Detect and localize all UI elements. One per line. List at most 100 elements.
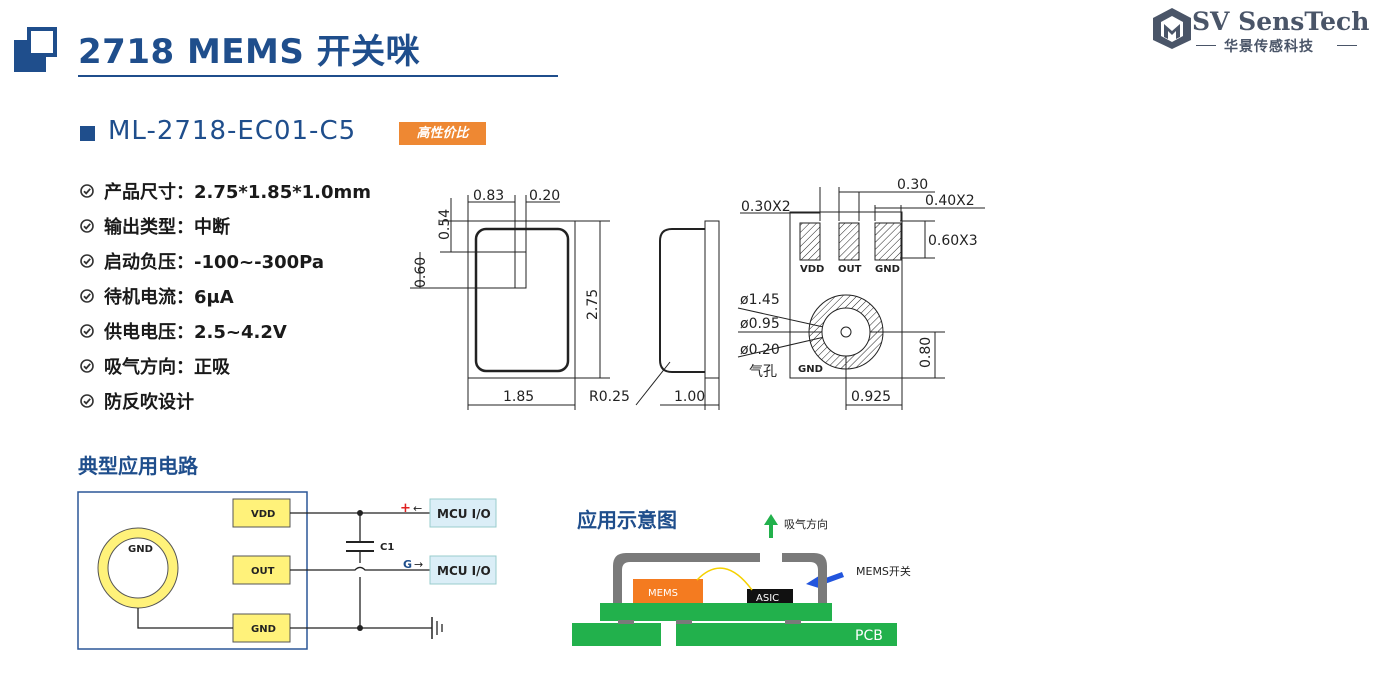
- check-icon: [80, 359, 94, 373]
- application-diagram: 吸气方向 MEMS开关 MEMS ASIC PCB: [572, 514, 911, 646]
- check-icon: [80, 324, 94, 338]
- mems-switch-label: MEMS开关: [856, 564, 911, 578]
- pad-vdd-hatch: [799, 222, 821, 261]
- check-icon: [80, 184, 94, 198]
- phi-020: ø0.20: [740, 342, 780, 358]
- gnd-ring-label: GND: [128, 544, 153, 555]
- dim-275: 2.75: [585, 289, 601, 320]
- spec-text: 待机电流：6μA: [104, 287, 234, 308]
- mcu2-label: MCU I/O: [437, 564, 491, 578]
- air-hole-label: 气孔: [749, 364, 777, 380]
- brand-rule-right: [1337, 45, 1357, 46]
- title-icon-front: [27, 27, 57, 57]
- side-view-substrate: [704, 220, 720, 379]
- pin-out: [232, 555, 291, 585]
- pad-out-label: OUT: [838, 264, 862, 275]
- spec-text: 启动负压：-100~-300Pa: [104, 252, 325, 273]
- ring-gnd-label: GND: [798, 364, 823, 375]
- top-view-cover: [474, 227, 570, 373]
- spec-text: 输出类型：中断: [104, 217, 230, 238]
- spec-text: 供电电压：2.5~4.2V: [104, 322, 287, 343]
- check-icon: [80, 254, 94, 268]
- dim-040x2: 0.40X2: [925, 193, 975, 209]
- mems-chip: [633, 579, 703, 603]
- dim-r025: R0.25: [589, 389, 630, 405]
- phi-145: ø1.45: [740, 292, 780, 308]
- check-icon: [80, 219, 94, 233]
- pad-gnd-label: GND: [875, 264, 900, 275]
- dim-080: 0.80: [918, 337, 934, 368]
- mechanical-drawing: 0.83 0.20 0.54 0.60 2.75 1.85 R0.25 1.00…: [410, 177, 985, 410]
- pad-vdd-label: VDD: [800, 264, 824, 275]
- pin-gnd-label: GND: [251, 624, 276, 635]
- circuit-section-title: 典型应用电路: [78, 454, 198, 478]
- spec-item: 供电电压：2.5~4.2V: [80, 317, 287, 345]
- pcb-right: [676, 623, 897, 646]
- cap-label: C1: [380, 542, 394, 553]
- arrow-right-icon: →: [414, 558, 423, 571]
- g-label: G: [403, 558, 412, 571]
- mcu1-label: MCU I/O: [437, 507, 491, 521]
- title-rule: [78, 75, 558, 77]
- junction-dot: [357, 625, 363, 631]
- mems-label: MEMS: [648, 588, 678, 599]
- spec-item: 待机电流：6μA: [80, 282, 234, 310]
- suction-label: 吸气方向: [784, 517, 828, 531]
- dim-100: 1.00: [674, 389, 705, 405]
- page-title: 2718 MEMS 开关咪: [78, 32, 421, 72]
- dim-030: 0.30: [897, 177, 928, 193]
- dim-020-top: 0.20: [529, 188, 560, 204]
- dim-060x3: 0.60X3: [928, 233, 978, 249]
- pin-vdd-label: VDD: [251, 509, 275, 520]
- brand-logo-icon: [1153, 8, 1191, 49]
- dim-083: 0.83: [473, 188, 504, 204]
- pad-out-hatch: [838, 222, 860, 261]
- dim-030x2: 0.30X2: [741, 199, 791, 215]
- top-view-port: [514, 251, 527, 289]
- asic-label: ASIC: [756, 593, 779, 604]
- spec-text: 防反吹设计: [104, 392, 194, 413]
- check-icon: [80, 289, 94, 303]
- dim-0925: 0.925: [851, 389, 891, 405]
- brand-subtitle: 华景传感科技: [1224, 39, 1314, 55]
- pin-gnd: [232, 613, 291, 643]
- suction-arrow-icon: [764, 514, 778, 538]
- value-badge: 高性价比: [399, 122, 486, 145]
- pcb-left: [572, 623, 661, 646]
- plus-label: +: [400, 501, 411, 516]
- spec-item: 输出类型：中断: [80, 212, 230, 240]
- application-title: 应用示意图: [577, 508, 677, 532]
- spec-text: 产品尺寸：2.75*1.85*1.0mm: [104, 182, 372, 203]
- substrate: [600, 603, 832, 621]
- solder: [785, 620, 801, 624]
- solder: [618, 620, 634, 624]
- spec-item: 产品尺寸：2.75*1.85*1.0mm: [80, 177, 371, 205]
- dim-054: 0.54: [437, 209, 453, 240]
- bond-wire: [696, 567, 753, 591]
- brand-name: SV SensTech: [1192, 7, 1370, 36]
- check-icon: [80, 394, 94, 408]
- spec-item: 吸气方向：正吸: [80, 352, 230, 380]
- dim-185: 1.85: [503, 389, 534, 405]
- mcu-box-1: [429, 498, 497, 528]
- arrow-left-icon: ←: [413, 502, 422, 515]
- circuit-diagram: GND VDD OUT GND C1 MCU I/O MCU I/O + ← G…: [77, 491, 497, 650]
- spec-item: 防反吹设计: [80, 387, 194, 415]
- gnd-ring-hole: [107, 537, 169, 599]
- model-bullet: [80, 126, 95, 141]
- phi-095: ø0.95: [740, 316, 780, 332]
- spec-text: 吸气方向：正吸: [104, 357, 230, 378]
- pcb-label: PCB: [855, 628, 883, 644]
- top-view-body: [467, 220, 576, 379]
- asic-chip: [747, 589, 793, 603]
- pad-gnd-hatch: [874, 222, 902, 261]
- dim-060: 0.60: [413, 257, 429, 288]
- cover-right: [782, 553, 827, 603]
- mcu-box-2: [429, 555, 497, 585]
- pin-vdd: [232, 498, 291, 528]
- brand-rule-left: [1196, 45, 1216, 46]
- cover-left: [613, 553, 760, 603]
- pin-out-label: OUT: [251, 566, 275, 577]
- model-name: ML-2718-EC01-C5: [108, 116, 357, 146]
- spec-item: 启动负压：-100~-300Pa: [80, 247, 324, 275]
